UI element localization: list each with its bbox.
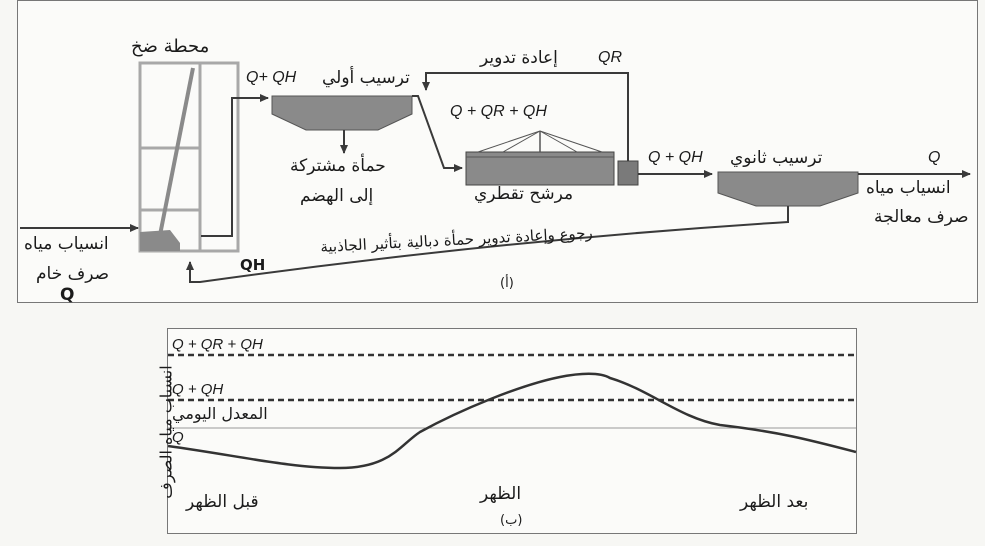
- secondary-tank: [717, 171, 859, 207]
- pump-station: [138, 61, 240, 253]
- top-line-label: Q + QR + QH: [172, 336, 263, 353]
- combined-sludge-label: حمأة مشتركة: [290, 156, 386, 176]
- treated-effluent-label-1: انسياب مياه: [866, 178, 951, 198]
- treated-effluent-label-2: صرف معالجة: [874, 207, 969, 227]
- to-digestion-label: إلى الهضم: [300, 186, 374, 206]
- middle-line-label: Q + QH: [172, 381, 224, 398]
- pump-station-label: محطة ضخ: [131, 36, 210, 57]
- primary-to-filter-line: [412, 95, 463, 172]
- primary-flow-label: Q+ QH: [246, 69, 297, 86]
- recirculation-pump: [617, 160, 639, 186]
- raw-inflow-q-label: Q: [60, 285, 75, 305]
- panel-b-caption: (ب): [500, 513, 523, 528]
- recirculation-line: [422, 72, 629, 161]
- panel-b-frame: [167, 328, 857, 534]
- average-line-label: المعدل اليومي: [172, 404, 268, 423]
- pump-to-primary-line: [201, 94, 269, 237]
- recirculation-flow-label: QR: [598, 49, 622, 66]
- daily-flow-curve: [167, 372, 857, 470]
- humus-flow-label: QH: [240, 256, 266, 274]
- humus-return-line: [186, 206, 789, 283]
- filter-inflow-label: Q + QR + QH: [450, 103, 547, 120]
- trickling-filter: [465, 130, 615, 186]
- primary-tank: [271, 95, 413, 131]
- primary-settling-label: ترسيب أولي: [322, 68, 410, 88]
- x-label-center: الظهر: [480, 484, 522, 504]
- x-label-left: قبل الظهر: [186, 492, 259, 512]
- trickling-filter-label: مرشح تقطري: [474, 184, 574, 204]
- x-label-right: بعد الظهر: [740, 492, 809, 512]
- filter-outflow-label: Q + QH: [648, 149, 703, 166]
- recirculation-label: إعادة تدوير: [480, 48, 558, 68]
- secondary-settling-label: ترسيب ثانوي: [730, 148, 823, 168]
- raw-inflow-label-2: صرف خام: [36, 264, 110, 284]
- panel-a-caption: (أ): [500, 276, 514, 291]
- raw-inflow-label-1: انسياب مياه: [24, 234, 109, 254]
- base-line-label: Q: [172, 429, 184, 446]
- effluent-flow-label: Q: [928, 149, 941, 166]
